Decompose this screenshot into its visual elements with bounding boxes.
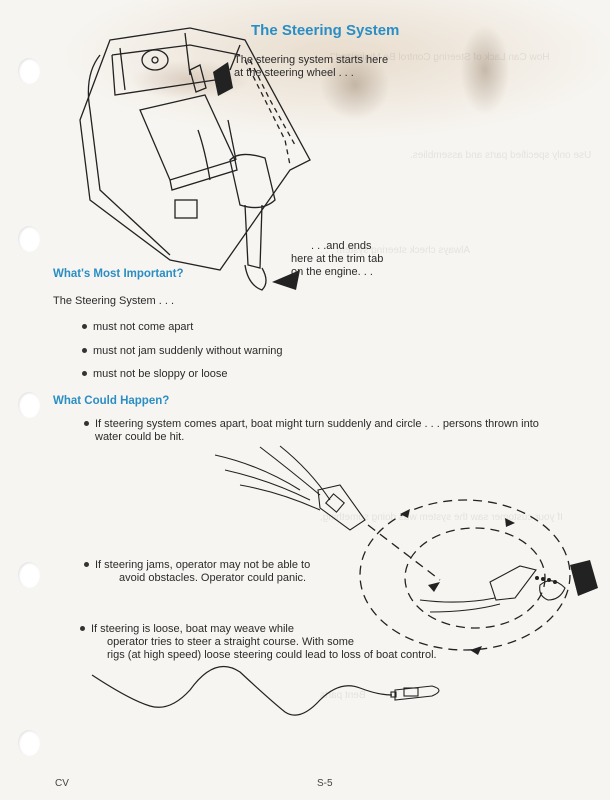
boat-icon bbox=[390, 685, 440, 701]
footer-left-code: CV bbox=[55, 778, 69, 789]
pointer-arrow-icon bbox=[213, 62, 233, 96]
weave-path bbox=[91, 665, 393, 716]
pointer-arrow-icon bbox=[272, 270, 300, 290]
list-item: must not come apart bbox=[82, 321, 193, 333]
callout-start-line-2: at the steering wheel . . . bbox=[234, 67, 354, 79]
punch-hole bbox=[18, 392, 40, 418]
bullet-icon bbox=[82, 323, 87, 329]
page-number: S-5 bbox=[317, 778, 333, 789]
punch-hole bbox=[18, 58, 40, 84]
section-heading-happen: What Could Happen? bbox=[53, 395, 170, 407]
callout-start-line-1: The steering system starts here bbox=[234, 54, 389, 66]
bullet-icon bbox=[84, 561, 89, 567]
bullet-icon bbox=[82, 370, 87, 376]
page-title: The Steering System bbox=[251, 22, 400, 39]
pointer-arrow-icon bbox=[570, 560, 598, 596]
consequence-item: If steering is loose, boat may weave whi… bbox=[80, 623, 437, 662]
callout-end-line-1: . . .and ends bbox=[311, 240, 372, 252]
section-heading-important: What's Most Important? bbox=[53, 268, 184, 280]
bullet-icon bbox=[84, 420, 89, 426]
punch-hole bbox=[18, 226, 40, 252]
punch-hole bbox=[18, 730, 40, 756]
consequence-item: If steering jams, operator may not be ab… bbox=[84, 559, 310, 585]
section-intro: The Steering System . . . bbox=[53, 295, 175, 307]
callout-end-line-3: on the engine. . . bbox=[291, 266, 373, 278]
bullet-icon bbox=[80, 625, 85, 631]
list-item: must not jam suddenly without warning bbox=[82, 345, 283, 357]
bullet-icon bbox=[82, 347, 87, 353]
punch-hole bbox=[18, 562, 40, 588]
consequence-item: If steering system comes apart, boat mig… bbox=[84, 418, 539, 444]
list-item: must not be sloppy or loose bbox=[82, 368, 228, 380]
boat-steering-illustration bbox=[79, 27, 311, 291]
callout-end-line-2: here at the trim tab bbox=[291, 253, 384, 265]
